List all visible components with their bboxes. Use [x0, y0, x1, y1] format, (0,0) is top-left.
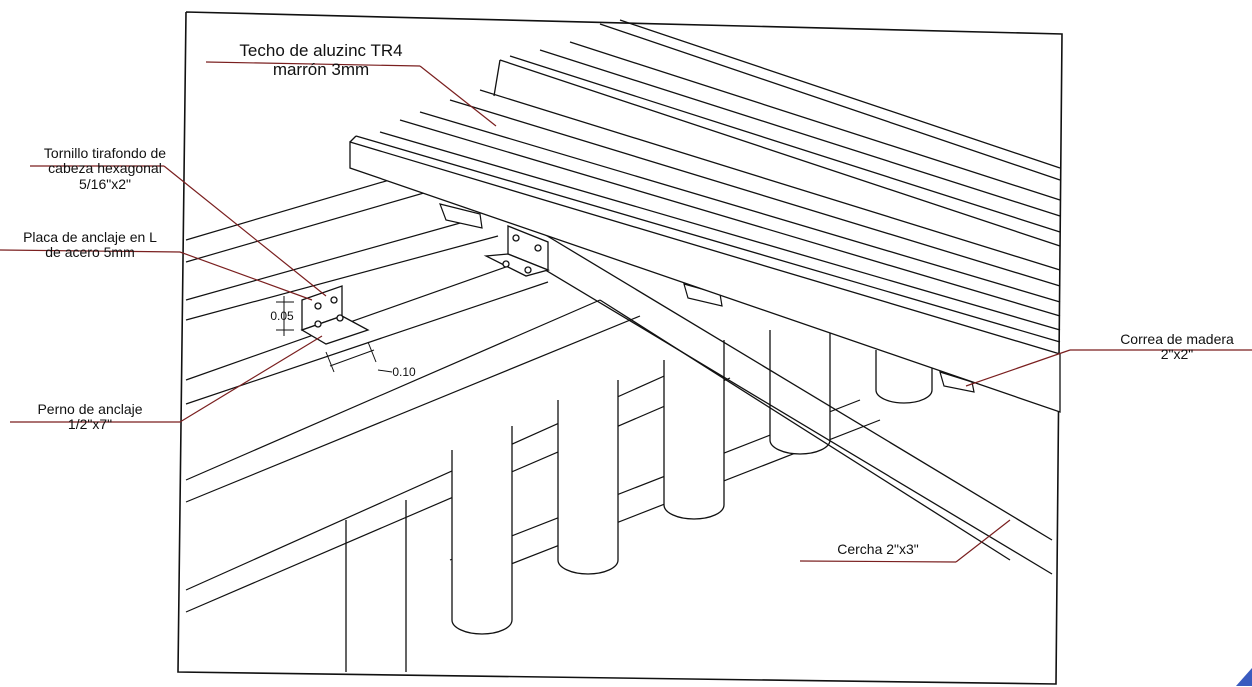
- label-purlin-line2: 2"x2": [1160, 346, 1194, 363]
- label-screw-line1: Tornillo tirafondo de: [43, 145, 167, 161]
- label-truss-line1: Cercha 2"x3": [837, 541, 919, 557]
- label-roof-line2: marrón 3mm: [272, 59, 370, 79]
- columns: [345, 320, 933, 672]
- drawing-frame: [177, 11, 1063, 685]
- label-plate-line2: de acero 5mm: [45, 244, 135, 261]
- label-bolt: Perno de anclaje 1/2"x7": [10, 401, 170, 433]
- label-screw: Tornillo tirafondo de cabeza hexagonal 5…: [30, 145, 180, 192]
- roof-sheet: [349, 19, 1061, 413]
- label-roof-line1: Techo de aluzinc TR4: [239, 41, 403, 60]
- truss: [511, 233, 1053, 575]
- label-purlin: Correa de madera 2"x2": [1102, 331, 1252, 363]
- label-plate-line1: Placa de anclaje en L: [23, 229, 157, 245]
- label-bolt-line1: Perno de anclaje: [37, 401, 143, 417]
- dimension-plate-width: 0.10: [392, 365, 416, 379]
- leader-lines: [0, 61, 1252, 563]
- label-screw-line2: cabeza hexagonal: [48, 160, 162, 177]
- dimension-plate-height: 0.05: [270, 309, 294, 323]
- anchor-plate-back: [483, 225, 551, 277]
- label-bolt-line2: 1/2"x7": [67, 416, 113, 433]
- label-roof-sheet: Techo de aluzinc TR4 marrón 3mm: [206, 41, 436, 79]
- label-purlin-line1: Correa de madera: [1120, 331, 1234, 347]
- dimension-marks: [276, 296, 393, 373]
- corner-mark: [1236, 668, 1252, 686]
- label-screw-line3: 5/16"x2": [79, 175, 131, 192]
- label-plate: Placa de anclaje en L de acero 5mm: [0, 229, 180, 261]
- label-truss: Cercha 2"x3": [800, 541, 956, 557]
- anchor-plate-front: [300, 285, 370, 345]
